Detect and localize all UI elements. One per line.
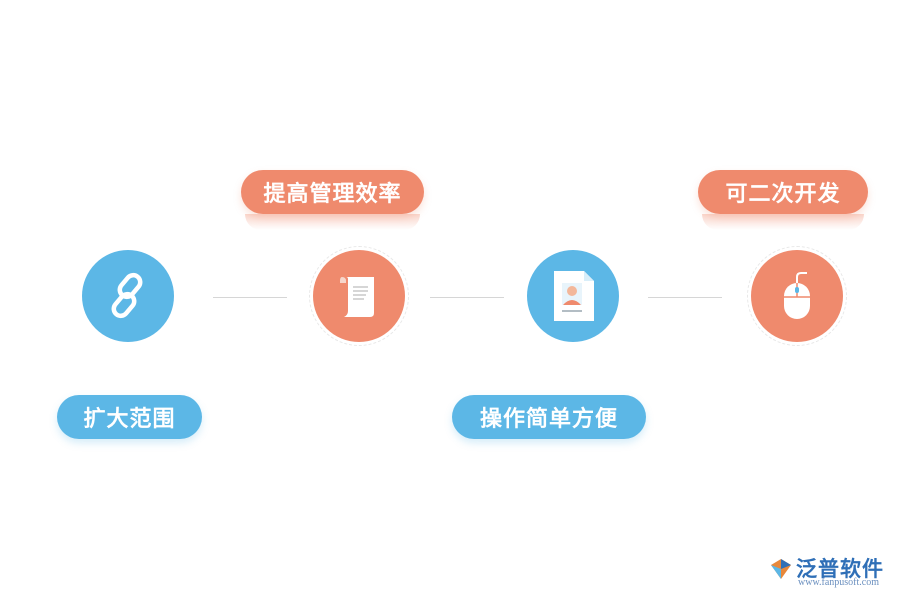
node-ring — [747, 246, 847, 346]
label-expand-scope: 扩大范围 — [57, 395, 202, 439]
label-reflection — [245, 214, 420, 230]
node-expand-scope — [82, 250, 174, 342]
connector-line — [213, 297, 287, 298]
label-easy-operation: 操作简单方便 — [452, 395, 646, 439]
link-icon — [111, 272, 143, 319]
brand-mark-icon — [771, 559, 791, 579]
node-improve-efficiency — [313, 250, 405, 342]
node-secondary-development — [751, 250, 843, 342]
profile-document-icon — [554, 271, 594, 321]
label-reflection — [702, 214, 864, 230]
scroll-document-icon — [340, 277, 374, 317]
node-easy-operation — [527, 250, 619, 342]
connector-line — [430, 297, 504, 298]
node-ring — [309, 246, 409, 346]
brand-name: 泛普软件 — [796, 557, 884, 581]
label-improve-efficiency: 提高管理效率 — [241, 170, 424, 214]
connector-line — [648, 297, 722, 298]
label-secondary-development: 可二次开发 — [698, 170, 868, 214]
brand-url: www.fanpusoft.com — [798, 577, 880, 588]
brand-logo: 泛普软件 www.fanpusoft.com — [768, 552, 890, 590]
mouse-icon — [784, 272, 810, 319]
